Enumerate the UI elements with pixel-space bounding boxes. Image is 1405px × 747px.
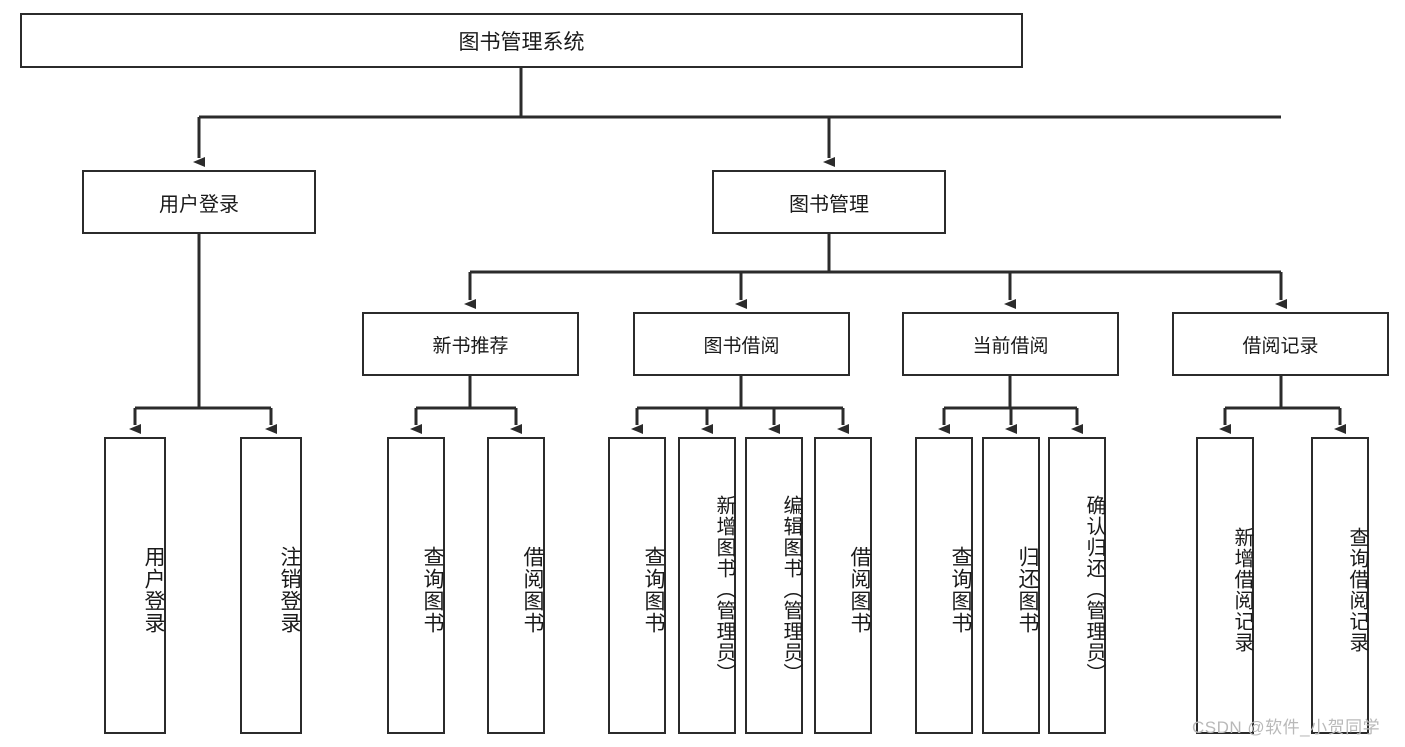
leaf-logout-login-label: 注销登录 [278, 545, 301, 634]
leaf-user-login-label: 用户登录 [142, 545, 165, 634]
leaf-borrow-book-label: 借阅图书 [848, 545, 871, 634]
leaf-query-borrow-record[interactable]: 查询借阅记录 [1311, 437, 1369, 734]
leaf-query-book-borrow[interactable]: 查询图书 [608, 437, 666, 734]
node-book-management[interactable]: 图书管理 [712, 170, 946, 234]
leaf-query-book-recommend[interactable]: 查询图书 [387, 437, 445, 734]
node-book-management-label: 图书管理 [789, 193, 869, 216]
csdn-watermark: CSDN @软件_小贺同学 [1192, 718, 1381, 737]
leaf-query-book-current-label: 查询图书 [949, 545, 972, 634]
leaf-query-borrow-record-label: 查询借阅记录 [1346, 526, 1368, 653]
leaf-add-borrow-record[interactable]: 新增借阅记录 [1196, 437, 1254, 734]
leaf-borrow-book-recommend[interactable]: 借阅图书 [487, 437, 545, 734]
leaf-query-book-borrow-label: 查询图书 [642, 545, 665, 634]
node-user-login[interactable]: 用户登录 [82, 170, 316, 234]
leaf-return-book-label: 归还图书 [1016, 545, 1039, 634]
node-current-borrow[interactable]: 当前借阅 [902, 312, 1119, 376]
leaf-add-book-admin-label: 新增图书（管理员） [713, 495, 735, 684]
node-current-borrow-label: 当前借阅 [972, 335, 1049, 357]
leaf-logout-login[interactable]: 注销登录 [240, 437, 302, 734]
node-root-label: 图书管理系统 [458, 30, 585, 54]
node-book-borrow-label: 图书借阅 [703, 335, 780, 357]
node-new-book-recommend[interactable]: 新书推荐 [362, 312, 579, 376]
node-new-book-recommend-label: 新书推荐 [432, 335, 509, 357]
leaf-edit-book-admin-label: 编辑图书（管理员） [780, 495, 802, 684]
node-borrow-record-label: 借阅记录 [1242, 335, 1319, 357]
leaf-confirm-return-admin-label: 确认归还（管理员） [1083, 495, 1105, 684]
node-book-borrow[interactable]: 图书借阅 [633, 312, 850, 376]
leaf-edit-book-admin[interactable]: 编辑图书（管理员） [745, 437, 803, 734]
node-borrow-record[interactable]: 借阅记录 [1172, 312, 1389, 376]
leaf-add-borrow-record-label: 新增借阅记录 [1231, 526, 1253, 653]
leaf-return-book[interactable]: 归还图书 [982, 437, 1040, 734]
leaf-query-book-current[interactable]: 查询图书 [915, 437, 973, 734]
leaf-user-login[interactable]: 用户登录 [104, 437, 166, 734]
leaf-add-book-admin[interactable]: 新增图书（管理员） [678, 437, 736, 734]
node-root[interactable]: 图书管理系统 [20, 13, 1023, 68]
leaf-confirm-return-admin[interactable]: 确认归还（管理员） [1048, 437, 1106, 734]
leaf-borrow-book[interactable]: 借阅图书 [814, 437, 872, 734]
leaf-query-book-recommend-label: 查询图书 [421, 545, 444, 634]
leaf-borrow-book-recommend-label: 借阅图书 [521, 545, 544, 634]
node-user-login-label: 用户登录 [159, 193, 239, 216]
